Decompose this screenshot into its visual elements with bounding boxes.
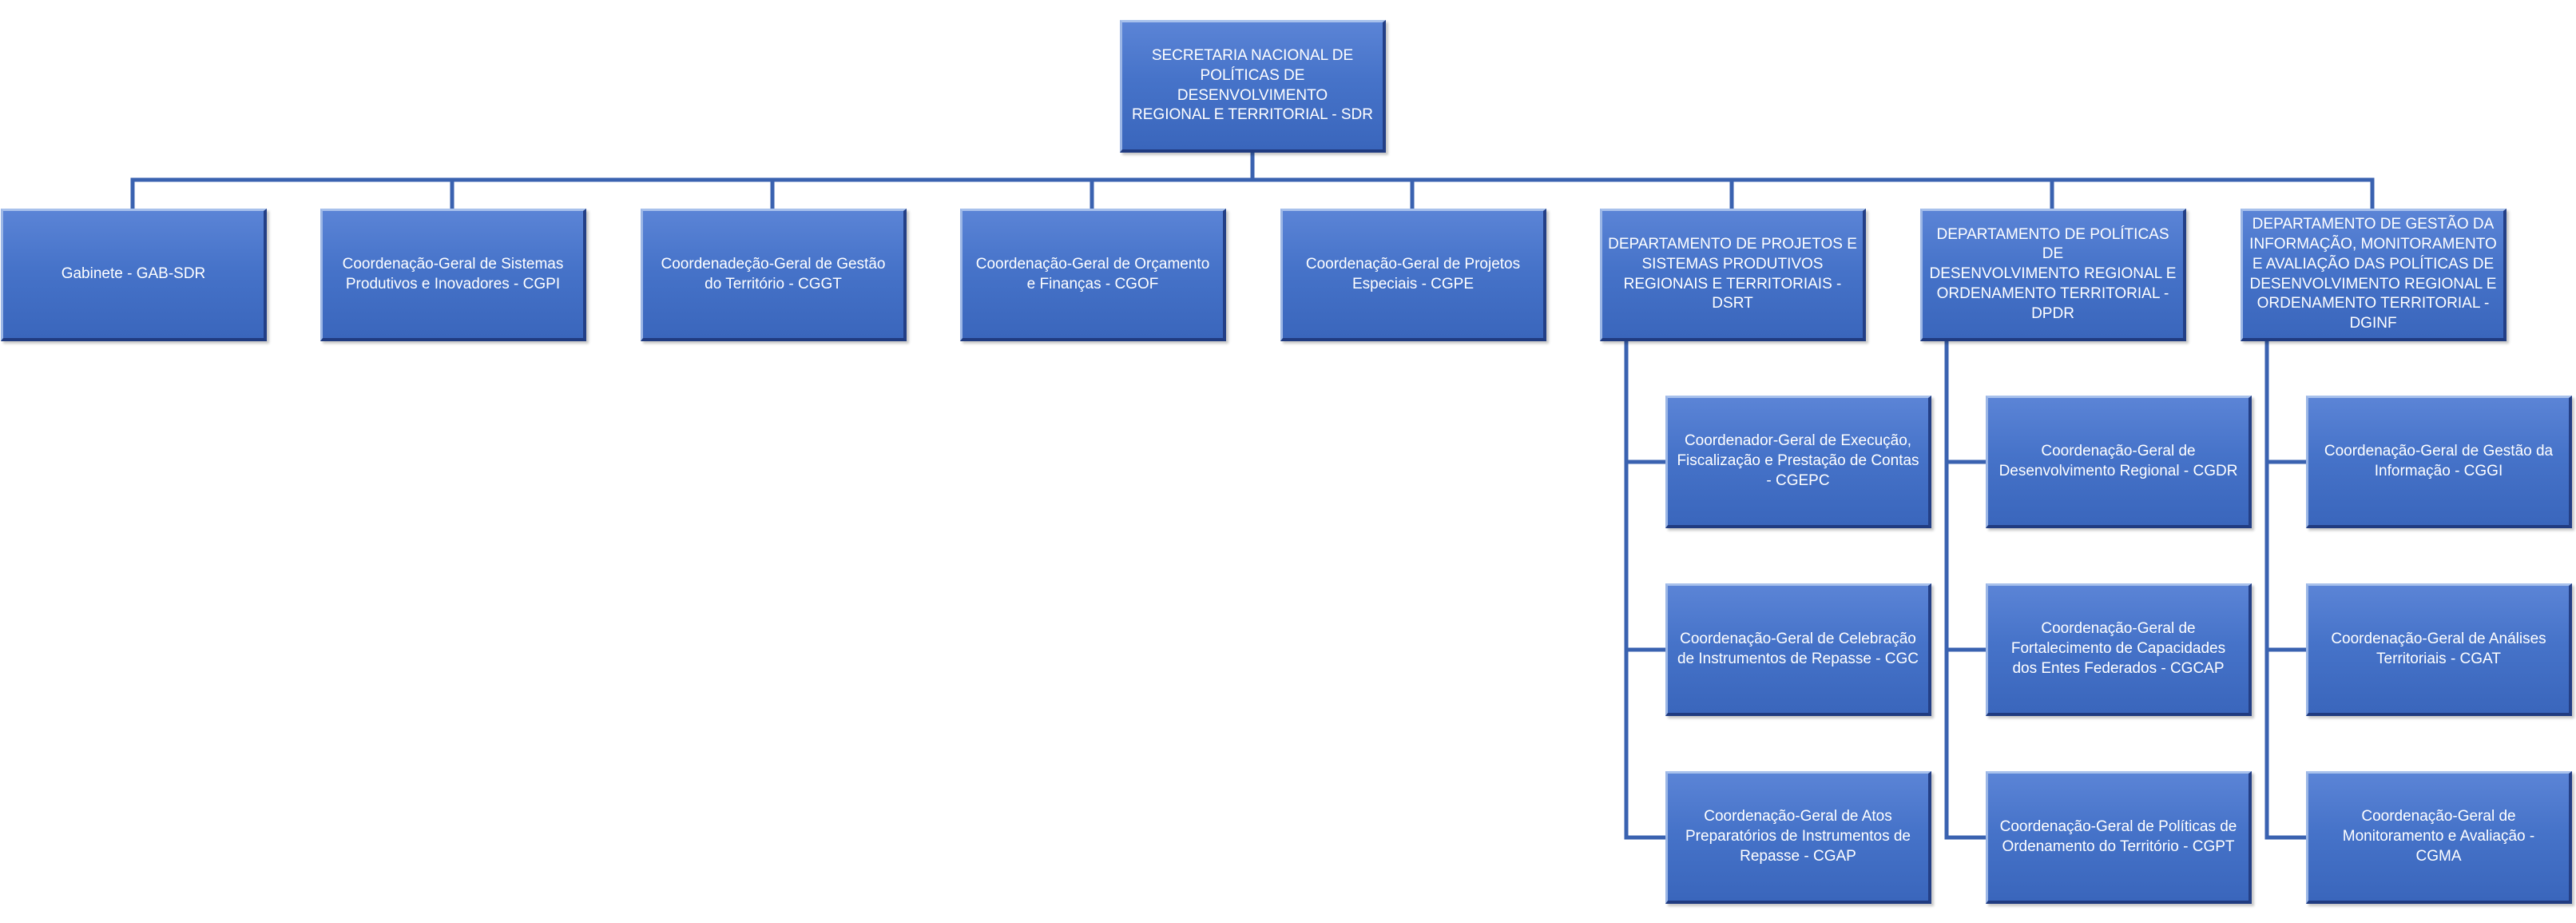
org-box-cgepc: Coordenador-Geral de Execução, Fiscaliza… xyxy=(1665,396,1931,528)
root-box-label: SECRETARIA NACIONAL DE POLÍTICAS DE DESE… xyxy=(1132,47,1373,124)
org-box-cgpe: Coordenação-Geral de Projetos Especiais … xyxy=(1280,209,1546,341)
org-box-cgpi: Coordenação-Geral de Sistemas Produtivos… xyxy=(320,209,586,341)
org-box-label: Coordenação-Geral de Desenvolvimento Reg… xyxy=(1998,442,2238,479)
org-box-dsrt: DEPARTAMENTO DE PROJETOS E SISTEMAS PROD… xyxy=(1600,209,1866,341)
org-box-cgcap: Coordenação-Geral de Fortalecimento de C… xyxy=(1986,583,2252,716)
root-box-sdr: SECRETARIA NACIONAL DE POLÍTICAS DE DESE… xyxy=(1120,20,1386,153)
org-box-label: DEPARTAMENTO DE POLÍTICAS DE DESENVOLVIM… xyxy=(1929,225,2177,322)
org-box-label: DEPARTAMENTO DE GESTÃO DA INFORMAÇÃO, MO… xyxy=(2249,216,2497,332)
org-box-cggi: Coordenação-Geral de Gestão da Informaçã… xyxy=(2306,396,2572,528)
org-box-cgdr: Coordenação-Geral de Desenvolvimento Reg… xyxy=(1986,396,2252,528)
org-box-cgma: Coordenação-Geral de Monitoramento e Ava… xyxy=(2306,771,2572,904)
org-box-label: Coordenadeção-Geral de Gestão do Territó… xyxy=(661,255,886,292)
org-box-label: Coordenação-Geral de Sistemas Produtivos… xyxy=(342,255,564,292)
org-box-label: Coordenação-Geral de Monitoramento e Ava… xyxy=(2342,808,2535,865)
org-box-dpdr: DEPARTAMENTO DE POLÍTICAS DE DESENVOLVIM… xyxy=(1920,209,2186,341)
org-box-label: Coordenação-Geral de Fortalecimento de C… xyxy=(2010,620,2226,677)
org-box-label: Coordenação-Geral de Gestão da Informaçã… xyxy=(2324,442,2554,479)
org-box-label: Coordenação-Geral de Orçamento e Finança… xyxy=(975,255,1210,292)
org-box-label: Coordenação-Geral de Análises Territoria… xyxy=(2331,630,2546,667)
org-box-cgap: Coordenação-Geral de Atos Preparatórios … xyxy=(1665,771,1931,904)
org-box-cgpt: Coordenação-Geral de Políticas de Ordena… xyxy=(1986,771,2252,904)
org-box-gab-sdr: Gabinete - GAB-SDR xyxy=(1,209,267,341)
org-box-label: Coordenação-Geral de Atos Preparatórios … xyxy=(1685,808,1911,865)
org-box-label: Coordenação-Geral de Projetos Especiais … xyxy=(1305,255,1521,292)
org-box-label: Coordenador-Geral de Execução, Fiscaliza… xyxy=(1677,432,1919,489)
org-box-cgat: Coordenação-Geral de Análises Territoria… xyxy=(2306,583,2572,716)
org-box-label: Coordenação-Geral de Celebração de Instr… xyxy=(1677,630,1919,667)
org-box-cgc: Coordenação-Geral de Celebração de Instr… xyxy=(1665,583,1931,716)
org-box-label: Coordenação-Geral de Políticas de Ordena… xyxy=(1999,818,2237,855)
org-box-cggt: Coordenadeção-Geral de Gestão do Territó… xyxy=(641,209,907,341)
org-box-label: DEPARTAMENTO DE PROJETOS E SISTEMAS PROD… xyxy=(1608,236,1857,312)
org-box-dginf: DEPARTAMENTO DE GESTÃO DA INFORMAÇÃO, MO… xyxy=(2241,209,2507,341)
org-box-label: Gabinete - GAB-SDR xyxy=(61,265,206,283)
org-box-cgof: Coordenação-Geral de Orçamento e Finança… xyxy=(960,209,1226,341)
